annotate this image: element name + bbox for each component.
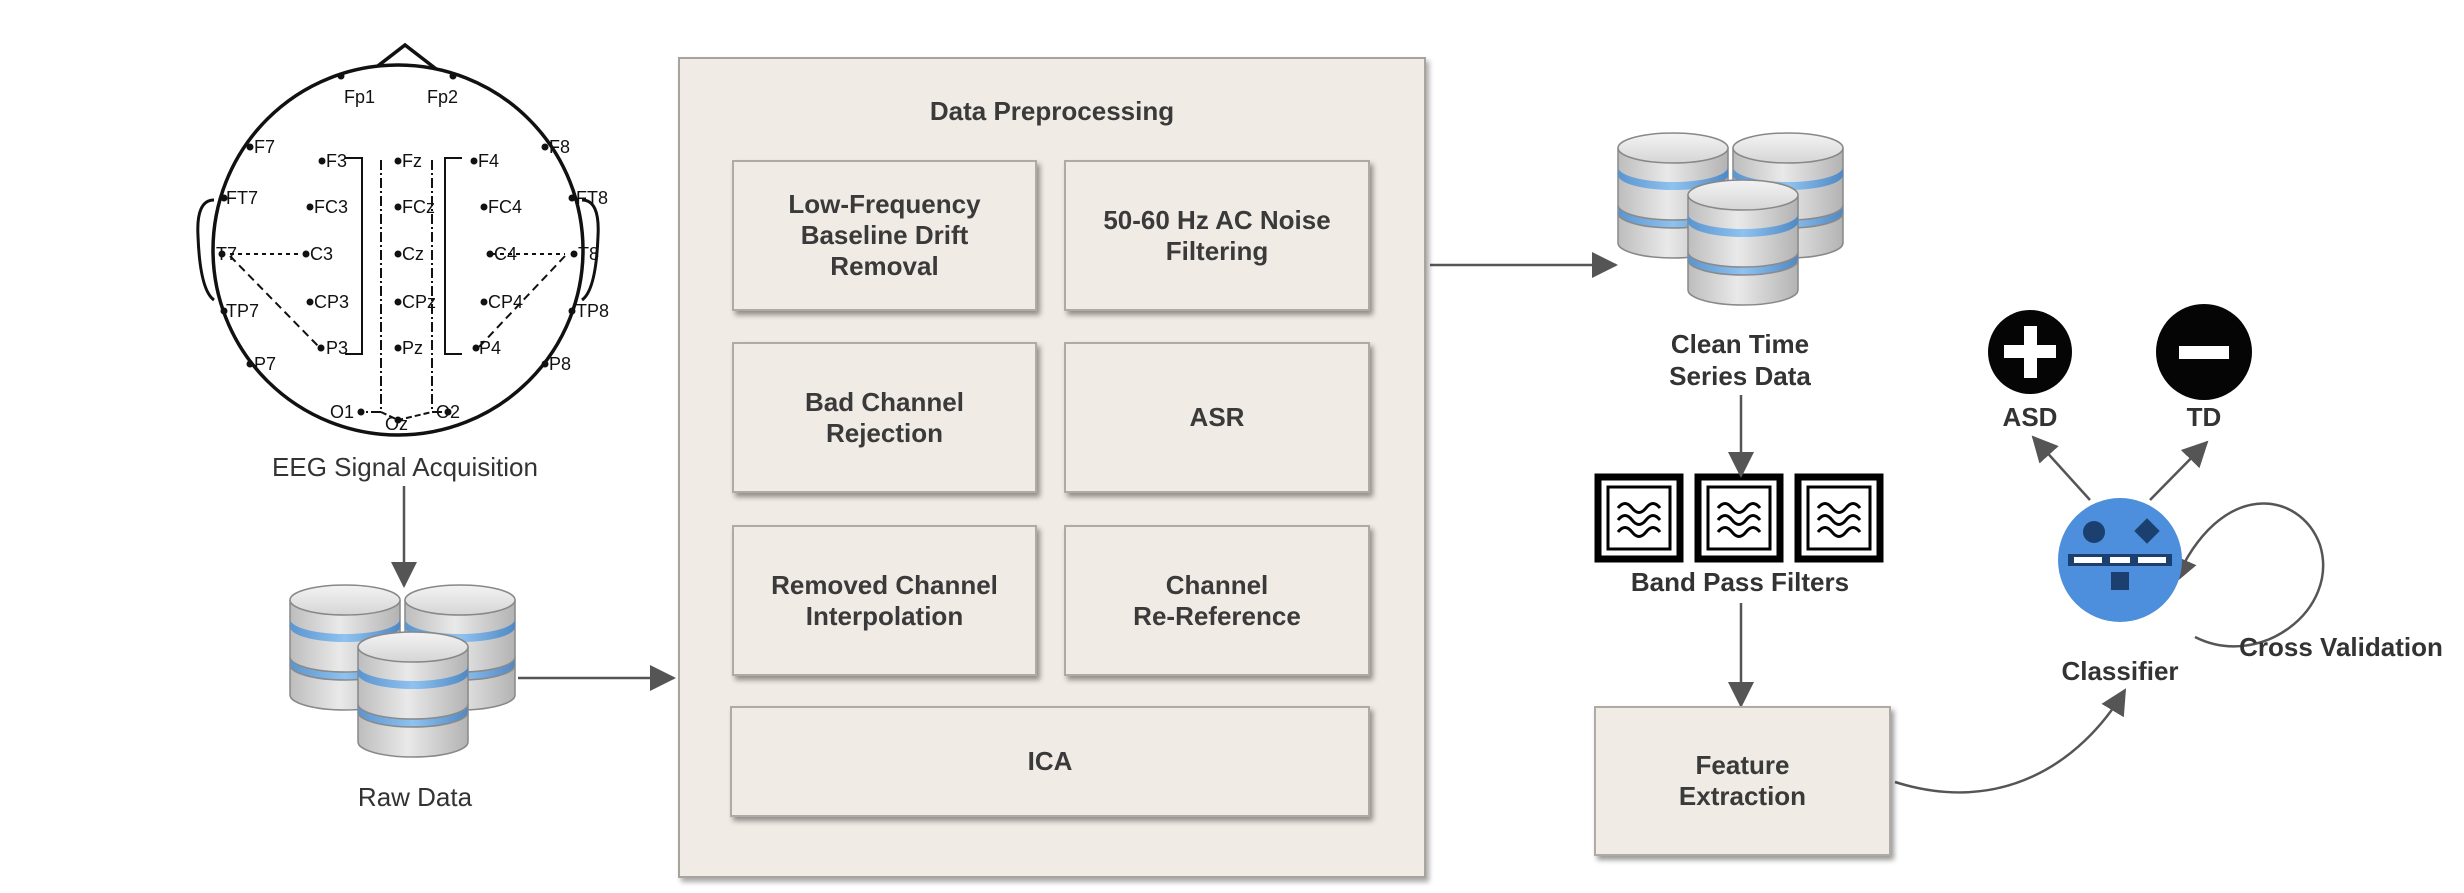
electrode-p4: P4 (479, 338, 501, 358)
flow-arrows (391, 252, 2325, 794)
nose-shape (368, 42, 442, 74)
asd-label: ASD (2002, 402, 2058, 432)
eeg-caption: EEG Signal Acquisition (272, 452, 538, 482)
electrode-fcz: FCz (402, 197, 435, 217)
electrode-cp4: CP4 (488, 292, 523, 312)
electrode-fc4: FC4 (488, 197, 522, 217)
ac-noise-filtering-box: 50-60 Hz AC Noise Filtering (1064, 160, 1370, 311)
right-ear (581, 198, 600, 302)
channel-rereference-box: Channel Re-Reference (1064, 525, 1370, 676)
electrode-p7: P7 (254, 354, 276, 374)
electrode-f4: F4 (478, 151, 499, 171)
raw-data-label: Raw Data (357, 782, 473, 812)
electrode-p3: P3 (326, 338, 348, 358)
electrode-tp8: TP8 (576, 301, 609, 321)
classifier-label: Classifier (2061, 656, 2179, 686)
electrode-f3: F3 (326, 151, 347, 171)
electrode-t7: T7 (216, 244, 237, 264)
band-pass-filter-icons (1598, 477, 1880, 559)
classifier-icon (2058, 498, 2182, 622)
electrode-c4: C4 (494, 244, 517, 264)
head-outline (211, 63, 585, 437)
raw-data-database-icon (289, 584, 516, 758)
electrode-fz: Fz (402, 151, 422, 171)
bad-channel-rejection-box: Bad Channel Rejection (732, 342, 1037, 493)
electrode-cpz: CPz (402, 292, 436, 312)
preprocessing-title: Data Preprocessing (929, 96, 1175, 126)
feature-extraction-box: Feature Extraction (1594, 706, 1891, 856)
electrode-o2: O2 (436, 402, 460, 422)
asr-box: ASR (1064, 342, 1370, 493)
baseline-drift-removal-box: Low-Frequency Baseline Drift Removal (732, 160, 1037, 311)
electrode-t8: T8 (578, 244, 599, 264)
electrode-fp1: Fp1 (344, 87, 375, 107)
minus-icon (2156, 304, 2252, 400)
td-label: TD (2186, 402, 2222, 432)
electrode-oz: Oz (385, 414, 408, 434)
ica-box: ICA (730, 706, 1370, 817)
clean-data-label: Clean Time Series Data (1669, 329, 1811, 391)
electrode-cp3: CP3 (314, 292, 349, 312)
band-pass-label: Band Pass Filters (1630, 567, 1850, 597)
filter-icon (1598, 477, 1680, 559)
electrode-fc3: FC3 (314, 197, 348, 217)
plus-icon (1988, 310, 2072, 394)
electrode-f8: F8 (549, 137, 570, 157)
electrode-ft7: FT7 (226, 188, 258, 208)
electrode-tp7: TP7 (226, 301, 259, 321)
electrode-c3: C3 (310, 244, 333, 264)
eeg-head-diagram: Fp1 Fp2 F7 F3 Fz F4 F8 FT7 FC3 FCz FC4 F… (196, 42, 609, 437)
electrode-cz: Cz (402, 244, 424, 264)
electrode-p8: P8 (549, 354, 571, 374)
electrode-o1: O1 (330, 402, 354, 422)
electrode-f7: F7 (254, 137, 275, 157)
clean-data-database-icon (1617, 132, 1844, 306)
electrode-ft8: FT8 (576, 188, 608, 208)
cross-validation-label: Cross Validation (2239, 632, 2443, 662)
electrode-fp2: Fp2 (427, 87, 458, 107)
channel-interpolation-box: Removed Channel Interpolation (732, 525, 1037, 676)
filter-icon (1798, 477, 1880, 559)
filter-icon (1698, 477, 1780, 559)
left-ear (196, 198, 215, 302)
electrode-pz: Pz (402, 338, 423, 358)
